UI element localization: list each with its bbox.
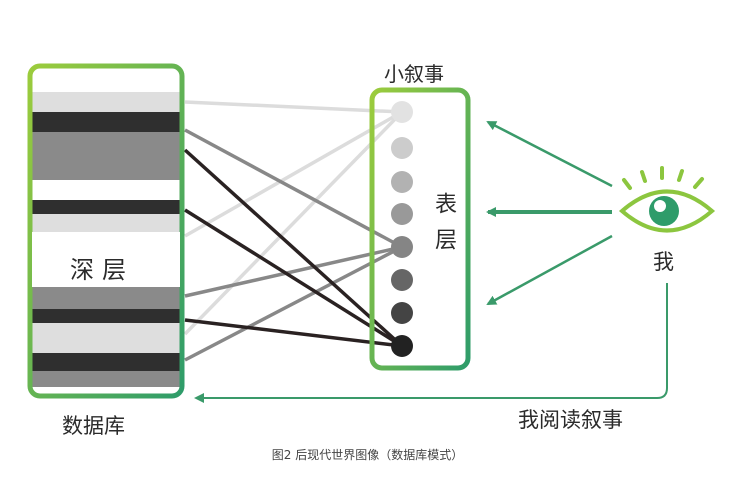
narrative-node: [391, 137, 413, 159]
band: [32, 200, 180, 214]
band: [32, 132, 180, 180]
connection-line: [184, 245, 403, 362]
connection-line: [183, 110, 404, 336]
surface-frame: [369, 87, 471, 371]
deep-layer-panel: [32, 232, 180, 287]
narrative-node: [391, 269, 413, 291]
connection-lines: [183, 100, 404, 362]
band: [32, 92, 180, 112]
deep-layer-label: 深层: [70, 256, 134, 284]
band: [32, 323, 180, 353]
eye-icon: [618, 166, 716, 233]
connection-line: [183, 148, 404, 348]
small-narrative-label: 小叙事: [384, 62, 444, 86]
connection-line: [184, 245, 403, 298]
connection-line: [184, 208, 403, 348]
reading-path: [194, 283, 668, 403]
gaze-arrow: [486, 234, 613, 306]
narrative-node: [391, 236, 413, 258]
gaze-arrows: [486, 120, 613, 306]
connection-line: [184, 318, 403, 348]
narrative-nodes: [391, 101, 413, 357]
narrative-node: [391, 101, 413, 123]
database-label: 数据库: [62, 414, 125, 438]
connection-line: [184, 110, 403, 238]
band: [32, 353, 180, 371]
surface-layer-label: 表层: [431, 192, 456, 264]
gaze-arrow: [486, 120, 613, 188]
narrative-node: [391, 203, 413, 225]
band: [32, 214, 180, 232]
band: [32, 309, 180, 323]
reading-label: 我阅读叙事: [518, 408, 623, 432]
band: [32, 287, 180, 309]
figure-caption: 图2 后现代世界图像（数据库模式）: [271, 448, 464, 462]
connection-line: [184, 128, 403, 249]
band: [32, 112, 180, 132]
narrative-node: [391, 335, 413, 357]
band: [32, 371, 180, 387]
me-label: 我: [653, 250, 674, 274]
database-bands: [32, 92, 180, 387]
narrative-node: [391, 302, 413, 324]
database-frame: [27, 63, 185, 399]
narrative-node: [391, 171, 413, 193]
connection-line: [184, 100, 403, 114]
